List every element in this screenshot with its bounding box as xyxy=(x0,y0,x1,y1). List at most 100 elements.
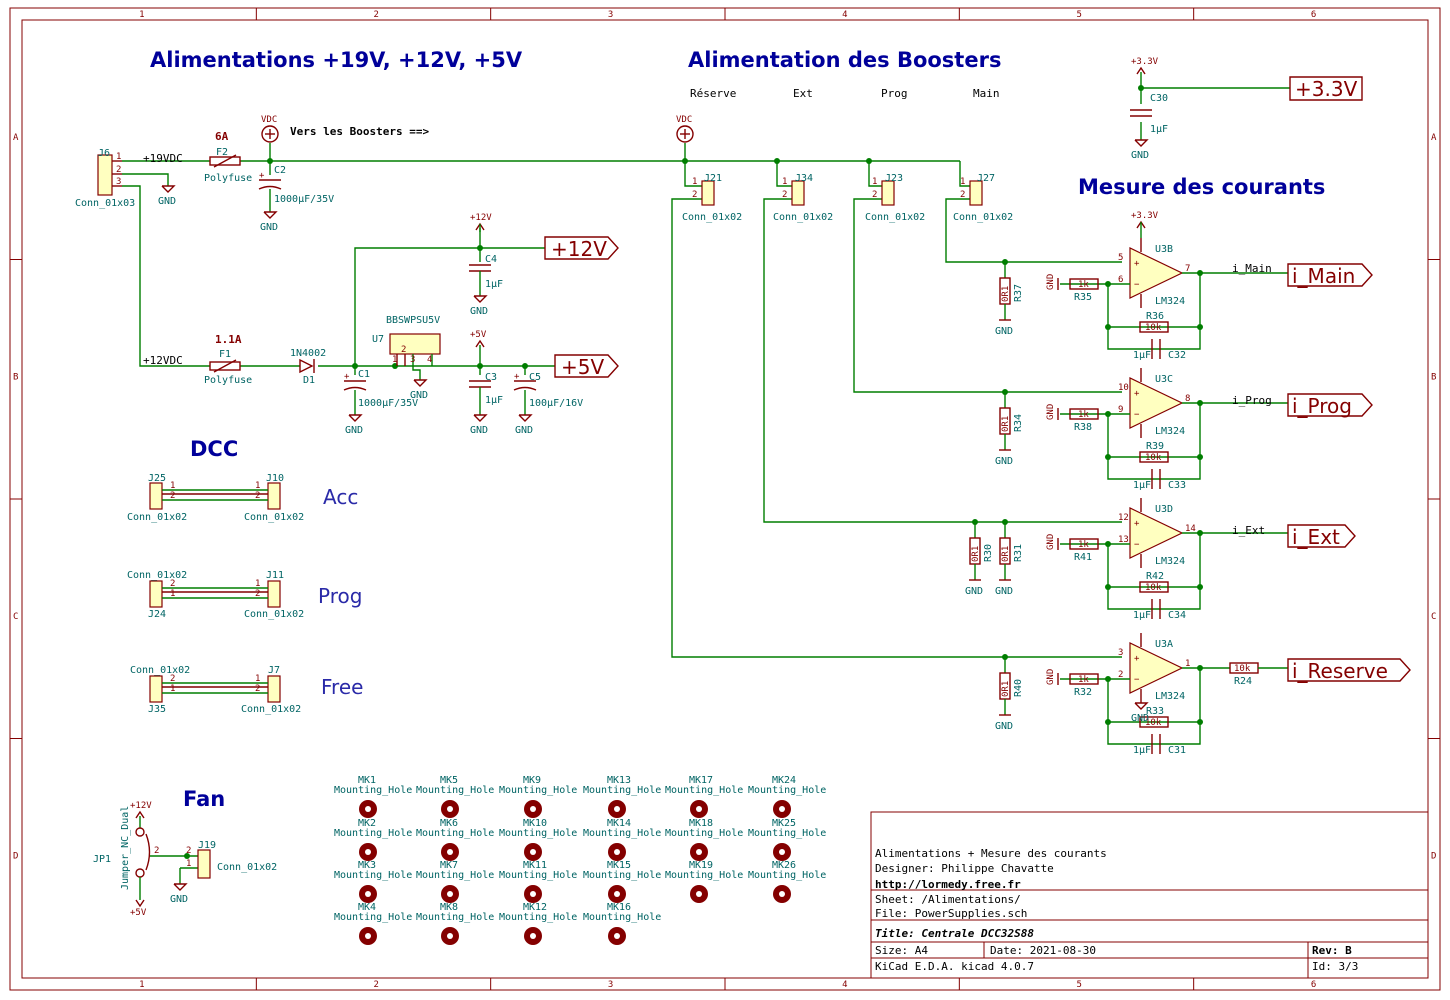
u7-ref: U7 xyxy=(372,334,384,345)
svg-text:C33: C33 xyxy=(1168,480,1186,491)
gnd-symbol xyxy=(473,295,488,303)
frame-col-label: 6 xyxy=(1311,10,1316,20)
j7-ref: J7 xyxy=(268,665,280,676)
label-p5: +5V xyxy=(561,355,604,379)
svg-text:GND: GND xyxy=(1046,534,1056,550)
tb-file: File: PowerSupplies.sch xyxy=(875,907,1027,920)
heading-fan: Fan xyxy=(183,787,225,811)
resistor-rf-ext xyxy=(1139,581,1169,593)
fuse-f1 xyxy=(209,361,241,371)
f1-ref: F1 xyxy=(219,349,231,360)
svg-text:R38: R38 xyxy=(1074,422,1092,433)
svg-text:2: 2 xyxy=(255,491,260,501)
svg-text:GND: GND xyxy=(995,721,1013,732)
svg-text:1k: 1k xyxy=(1078,410,1089,420)
frame-col-label: 2 xyxy=(374,10,379,20)
svg-text:1: 1 xyxy=(170,589,175,599)
net-19vdc: +19VDC xyxy=(143,152,183,165)
frame-col-label: 1 xyxy=(139,980,144,990)
heading-currents: Mesure des courants xyxy=(1078,175,1325,199)
svg-text:1k: 1k xyxy=(1078,540,1089,550)
c30-ref: C30 xyxy=(1150,93,1168,104)
j34-ref: J34 xyxy=(795,173,813,184)
u7-pin-2: 2 xyxy=(401,345,406,355)
frame-row-label: B xyxy=(1431,372,1436,382)
jp1-ref: JP1 xyxy=(93,854,111,865)
j10-value: Conn_01x02 xyxy=(244,512,304,523)
svg-text:2: 2 xyxy=(1118,670,1123,680)
svg-text:9: 9 xyxy=(1118,405,1123,415)
svg-text:GND: GND xyxy=(965,586,983,597)
j21-ref: J21 xyxy=(704,173,722,184)
mounting-hole-ref: MK13 xyxy=(607,775,631,786)
heading-power: Alimentations +19V, +12V, +5V xyxy=(150,48,523,72)
mounting-hole-value: Mounting_Hole xyxy=(583,785,661,796)
svg-text:GND: GND xyxy=(470,306,488,317)
j6-body xyxy=(97,154,113,196)
mounting-hole-ref: MK11 xyxy=(523,860,547,871)
j7-value: Conn_01x02 xyxy=(241,704,301,715)
mounting-hole-ref: MK3 xyxy=(358,860,376,871)
frame-col-label: 2 xyxy=(374,980,379,990)
j35-ref: J35 xyxy=(148,704,166,715)
svg-text:GND: GND xyxy=(1046,669,1056,685)
svg-text:GND: GND xyxy=(470,425,488,436)
mounting-hole-ref: MK19 xyxy=(689,860,713,871)
mounting-hole-ref: MK7 xyxy=(440,860,458,871)
svg-text:1k: 1k xyxy=(1078,280,1089,290)
mounting-hole-ref: MK15 xyxy=(607,860,631,871)
mounting-hole-value: Mounting_Hole xyxy=(416,785,494,796)
svg-text:GND: GND xyxy=(995,326,1013,337)
j27-pin-1: 1 xyxy=(960,177,965,187)
svg-text:7: 7 xyxy=(1185,264,1190,274)
u7-pin-4: 4 xyxy=(427,355,432,365)
mounting-hole-value: Mounting_Hole xyxy=(416,870,494,881)
c5-value: 100µF/16V xyxy=(529,398,583,409)
svg-text:VDC: VDC xyxy=(261,115,277,125)
svg-text:2: 2 xyxy=(170,579,175,589)
svg-text:1µF: 1µF xyxy=(1133,350,1151,361)
svg-text:GND: GND xyxy=(158,196,176,207)
svg-text:10k: 10k xyxy=(1145,718,1162,728)
svg-text:2: 2 xyxy=(170,674,175,684)
gnd-symbol xyxy=(263,211,278,219)
f1-value: Polyfuse xyxy=(204,375,252,386)
j11-ref: J11 xyxy=(266,570,284,581)
opamp-value-reserve: LM324 xyxy=(1155,691,1185,702)
svg-text:GND: GND xyxy=(170,894,188,905)
gnd-symbol xyxy=(348,414,363,422)
opamp-ref-prog: U3C xyxy=(1155,374,1173,385)
frame-col-label: 3 xyxy=(608,10,613,20)
j35-value: Conn_01x02 xyxy=(130,665,190,676)
frame-row-label: A xyxy=(13,133,19,143)
resistor-rf-prog xyxy=(1139,451,1169,463)
tb-designer: Designer: Philippe Chavatte xyxy=(875,862,1054,875)
tb-size: Size: A4 xyxy=(875,944,928,957)
p12-symbol xyxy=(135,810,145,819)
svg-text:1: 1 xyxy=(255,674,260,684)
opamp-value-ext: LM324 xyxy=(1155,556,1185,567)
c4-value: 1µF xyxy=(485,279,503,290)
frame-col-label: 5 xyxy=(1077,980,1082,990)
svg-text:1: 1 xyxy=(1185,659,1190,669)
j21-body xyxy=(701,180,715,206)
opamp-main xyxy=(1129,247,1184,299)
frame-col-label: 4 xyxy=(842,10,847,20)
j27-pin-2: 2 xyxy=(960,190,965,200)
svg-text:0R1: 0R1 xyxy=(1001,546,1011,562)
resistor-rf-reserve xyxy=(1139,716,1169,728)
label-p33: +3.3V xyxy=(1295,77,1358,101)
tb-url[interactable]: http://lormedy.free.fr xyxy=(875,878,1021,891)
wires xyxy=(122,72,1290,658)
frame-row-label: C xyxy=(1431,612,1436,622)
j24-ref: J24 xyxy=(148,609,166,620)
j19-ref: J19 xyxy=(198,840,216,851)
svg-text:6: 6 xyxy=(1118,275,1123,285)
svg-text:+: + xyxy=(1134,389,1140,399)
svg-text:C31: C31 xyxy=(1168,745,1186,756)
j6-value: Conn_01x03 xyxy=(75,198,135,209)
svg-text:2: 2 xyxy=(255,684,260,694)
svg-text:C34: C34 xyxy=(1168,610,1186,621)
